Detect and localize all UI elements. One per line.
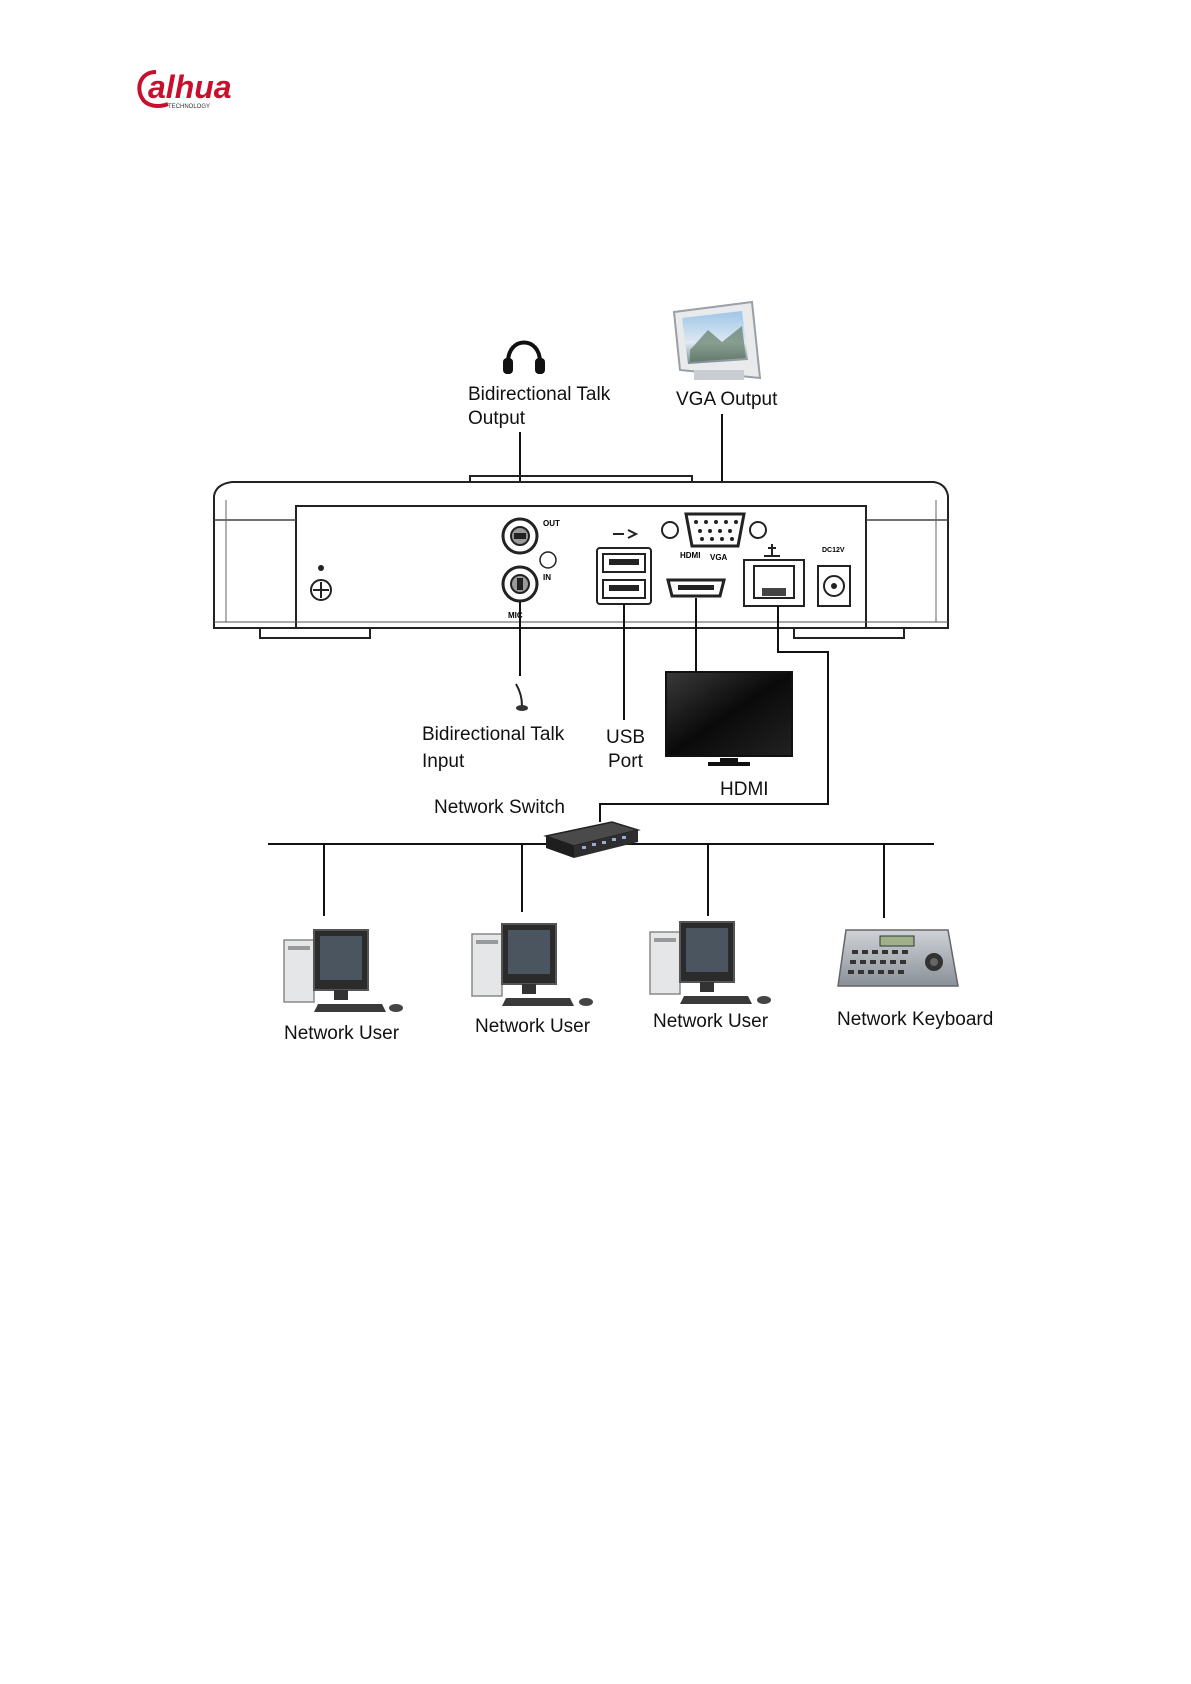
talk-output-label-line2: Output <box>468 407 525 431</box>
out-mark: OUT <box>543 519 560 528</box>
usb-port-label-line2: Port <box>608 750 643 774</box>
audio-out-jack <box>503 519 537 553</box>
vga-mark: VGA <box>710 553 728 562</box>
dc-power-jack <box>818 566 850 606</box>
network-user-label: Network User <box>284 1022 399 1046</box>
usb-port-label-line1: USB <box>606 726 645 750</box>
headphones-icon <box>503 343 545 375</box>
talk-output-label-line1: Bidirectional Talk <box>468 383 610 407</box>
in-mark: IN <box>543 573 551 582</box>
network-user-label: Network User <box>653 1010 768 1034</box>
flat-tv-icon <box>666 672 792 766</box>
network-keyboard-label: Network Keyboard <box>837 1008 993 1032</box>
desktop-pc-icon <box>284 930 403 1012</box>
desktop-pc-icon <box>472 924 593 1006</box>
network-user-label: Network User <box>475 1015 590 1039</box>
network-switch-icon <box>546 822 638 858</box>
dc-mark: DC12V <box>822 547 845 554</box>
desktop-pc-icon <box>650 922 771 1004</box>
mic-in-jack <box>503 567 537 601</box>
talk-input-label-line1: Bidirectional Talk <box>422 723 564 747</box>
crt-monitor-icon <box>674 302 760 380</box>
microphone-icon <box>516 684 528 711</box>
hdmi-port <box>668 580 724 596</box>
vga-output-label: VGA Output <box>676 388 777 412</box>
talk-input-label-line2: Input <box>422 750 464 774</box>
hdmi-mark: HDMI <box>680 551 700 560</box>
nvr-rear-panel: OUT IN MIC HDMI <box>214 476 948 638</box>
hdmi-label: HDMI <box>720 778 769 802</box>
control-keyboard-icon <box>838 930 958 986</box>
network-switch-label: Network Switch <box>434 796 565 820</box>
